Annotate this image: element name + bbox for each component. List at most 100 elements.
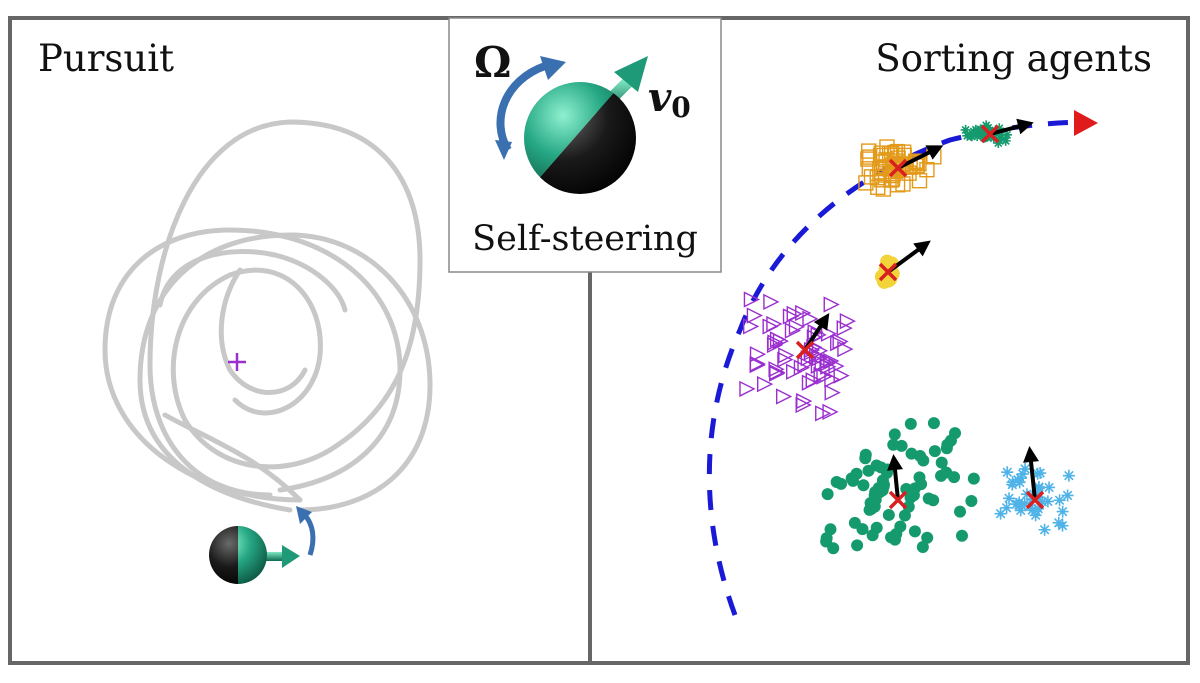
curved-arrow-icon [296,506,316,556]
cluster-triangle [795,396,812,414]
cluster-star [1001,466,1014,479]
cluster-dot [888,428,901,441]
cluster-star [1002,129,1013,140]
cluster-square [895,176,911,192]
cluster-star [996,132,1007,143]
cluster-star [975,124,986,135]
right-panel-frame [588,16,1190,665]
pursuit-trajectory [102,119,433,513]
cluster-triangle [749,346,767,363]
cluster-triangle [763,293,780,310]
cluster-dot [848,516,861,529]
velocity-letter: v [648,74,672,121]
cluster-triangle [793,359,810,376]
omega-symbol: Ω [474,38,512,87]
cluster-dot [900,482,913,495]
cluster-dot [857,479,870,492]
cluster-triangle [769,331,787,348]
cluster-dot [835,477,848,490]
cluster-star [1019,462,1032,475]
cluster-triangle [832,333,849,350]
cluster-star [1032,482,1045,495]
cluster-triangle [786,363,803,380]
heading-arrow-head [1016,118,1034,135]
heading-arrow-head [1023,446,1039,463]
cross-marker-icon [888,158,908,178]
cluster-star [1029,509,1042,522]
cluster-dot [882,508,895,521]
cluster-square [919,161,935,178]
cluster-star [1030,485,1043,498]
cluster-dot [935,469,948,482]
cluster-triangle [839,313,856,330]
cluster-dot [887,438,900,451]
velocity-subscript: 0 [671,91,691,124]
cluster-dot [851,539,864,552]
cluster-dot [935,456,948,469]
cluster-triangle [823,296,840,313]
cluster-star [1036,495,1049,508]
cluster-triangle [778,347,795,364]
cluster-star [1034,467,1047,480]
cluster-star [1012,498,1025,511]
agent-clusters [739,118,1075,555]
cluster-star [994,507,1007,520]
heading-arrow-head [887,454,903,471]
cross-marker-icon [888,490,908,510]
cluster-dot [954,505,967,518]
cluster-star [1061,489,1074,502]
heading-arrow-head [925,145,944,160]
cluster-triangle [746,307,763,324]
sorting-panel-title: Sorting agents [875,37,1152,80]
cluster-dot [863,503,876,516]
cluster-dot [904,417,917,430]
cluster-triangle [749,357,766,374]
cluster-triangle [802,310,819,327]
cluster-square [874,172,890,188]
cluster-star [1010,498,1023,511]
cluster-dot [870,521,883,534]
cluster-triangle [833,367,850,384]
heading-arrow-head [913,240,931,257]
cluster-star [1003,492,1016,505]
cluster-star [962,130,973,141]
cluster-dot [908,525,921,538]
cluster-triangle [742,318,760,335]
cluster-square [860,151,876,167]
cluster-triangle [810,357,827,374]
cluster-dot [928,445,941,458]
cluster-dot [916,541,929,554]
cluster-triangle [836,319,853,337]
cluster-dot [898,509,911,522]
cluster-dot [927,417,940,430]
cluster-triangle [784,322,802,339]
cluster-dot [859,452,872,465]
cluster-dot [885,531,898,544]
cluster-dot [894,520,907,533]
cluster-dot [914,450,927,463]
cluster-triangle [775,388,793,405]
cluster-triangle [788,318,806,335]
inset-label: Self-steering [472,219,698,259]
cluster-star [1006,478,1019,491]
cluster-triangle [777,351,794,368]
cluster-triangle [743,291,761,308]
cluster-star [1056,505,1069,518]
cluster-star [1016,467,1029,480]
cluster-star [1014,504,1027,517]
cluster-triangle [824,384,841,401]
cluster-square [863,169,880,185]
plus-marker-icon [228,353,246,371]
cross-marker-icon [878,262,898,282]
cluster-star [1000,135,1011,146]
cluster-star [972,131,983,142]
cluster-star [1038,523,1051,536]
triangle-target-icon [1074,110,1098,136]
cross-marker-icon [1025,490,1045,510]
cluster-square [885,167,901,184]
cluster-square [889,177,906,193]
cluster-star [983,122,994,133]
cluster-dot [949,427,962,440]
cluster-triangle [768,361,785,378]
cluster-star [1043,481,1056,494]
